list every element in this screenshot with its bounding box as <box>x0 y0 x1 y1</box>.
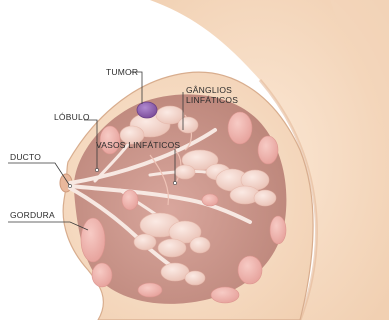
label-ganglios-line1: GÂNGLIOS <box>186 85 256 95</box>
label-gordura: GORDURA <box>10 210 55 220</box>
label-ganglios-line2: LINFÁTICOS <box>186 95 256 105</box>
label-ducto: DUCTO <box>10 152 41 162</box>
label-tumor: TUMOR <box>106 67 138 77</box>
label-lobulo: LÓBULO <box>54 112 90 122</box>
label-ganglios: GÂNGLIOS LINFÁTICOS <box>186 85 256 105</box>
label-vasos: VASOS LINFÁTICOS <box>96 140 180 150</box>
tumor-mass <box>137 102 157 118</box>
